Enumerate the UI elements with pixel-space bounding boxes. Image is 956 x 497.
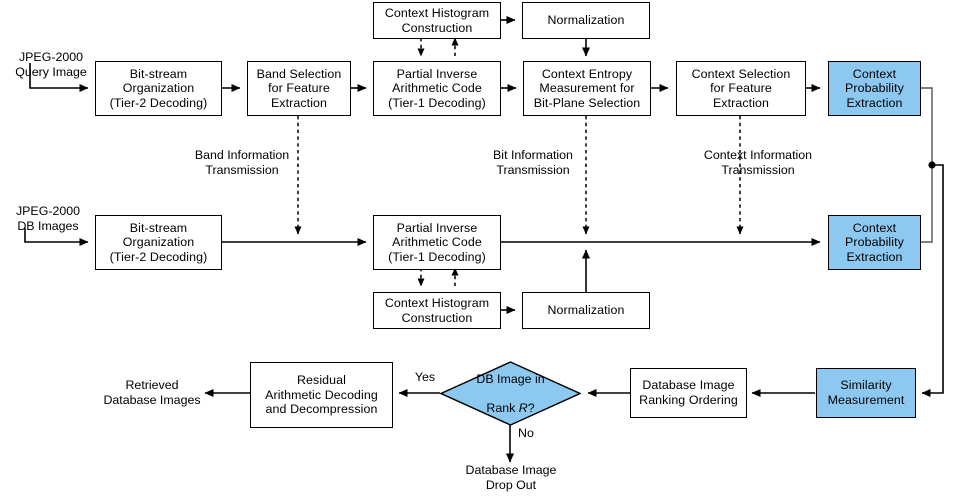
decision-rank-prefix: Rank: [486, 400, 519, 415]
node-partial-inverse-bottom[interactable]: Partial Inverse Arithmetic Code (Tier-1 …: [373, 215, 501, 270]
node-context-histogram-bottom[interactable]: Context Histogram Construction: [373, 292, 501, 329]
node-context-probability-extraction-top[interactable]: Context Probability Extraction: [828, 61, 921, 116]
decision-line1: DB Image in: [476, 371, 545, 386]
node-context-probability-extraction-bottom[interactable]: Context Probability Extraction: [828, 215, 921, 270]
edge-label-context-information: Context Information Transmission: [703, 148, 813, 177]
wire-ctxprob-to-similarity: [921, 164, 944, 397]
decision-label: DB Image in Rank R?: [440, 361, 581, 426]
diamond-shape: [439, 361, 582, 426]
decision-line2: Rank R?: [476, 401, 544, 416]
wire-ctxprob-join: [920, 87, 933, 243]
edge-label-yes: Yes: [414, 370, 436, 384]
node-bitstream-organization-bottom[interactable]: Bit-stream Organization (Tier-2 Decoding…: [95, 215, 222, 270]
edge-label-band-information: Band Information Transmission: [194, 148, 290, 177]
edge-label-bit-information: Bit Information Transmission: [493, 148, 573, 177]
node-database-ranking[interactable]: Database Image Ranking Ordering: [630, 368, 747, 418]
node-similarity-measurement[interactable]: Similarity Measurement: [816, 368, 916, 418]
node-context-entropy-measurement[interactable]: Context Entropy Measurement for Bit-Plan…: [523, 61, 651, 116]
node-context-histogram-top[interactable]: Context Histogram Construction: [373, 2, 501, 39]
node-partial-inverse-top[interactable]: Partial Inverse Arithmetic Code (Tier-1 …: [373, 61, 501, 116]
output-label-dropout: Database Image Drop Out: [465, 463, 557, 492]
output-label-retrieved: Retrieved Database Images: [103, 378, 201, 407]
input-label-query: JPEG-2000 Query Image: [15, 50, 87, 79]
edge-label-no: No: [518, 426, 534, 440]
node-context-selection[interactable]: Context Selection for Feature Extraction: [676, 61, 806, 116]
junction-dot: [928, 161, 936, 169]
node-bitstream-organization-top[interactable]: Bit-stream Organization (Tier-2 Decoding…: [95, 61, 222, 116]
decision-rank-suffix: ?: [527, 400, 535, 415]
node-band-selection[interactable]: Band Selection for Feature Extraction: [247, 61, 351, 116]
input-label-db: JPEG-2000 DB Images: [15, 204, 81, 233]
decision-rank[interactable]: DB Image in Rank R?: [439, 361, 582, 426]
decision-rank-variable: R: [518, 400, 528, 415]
node-normalization-bottom[interactable]: Normalization: [522, 292, 650, 329]
node-normalization-top[interactable]: Normalization: [522, 2, 650, 39]
node-residual-decoding[interactable]: Residual Arithmetic Decoding and Decompr…: [250, 362, 393, 428]
